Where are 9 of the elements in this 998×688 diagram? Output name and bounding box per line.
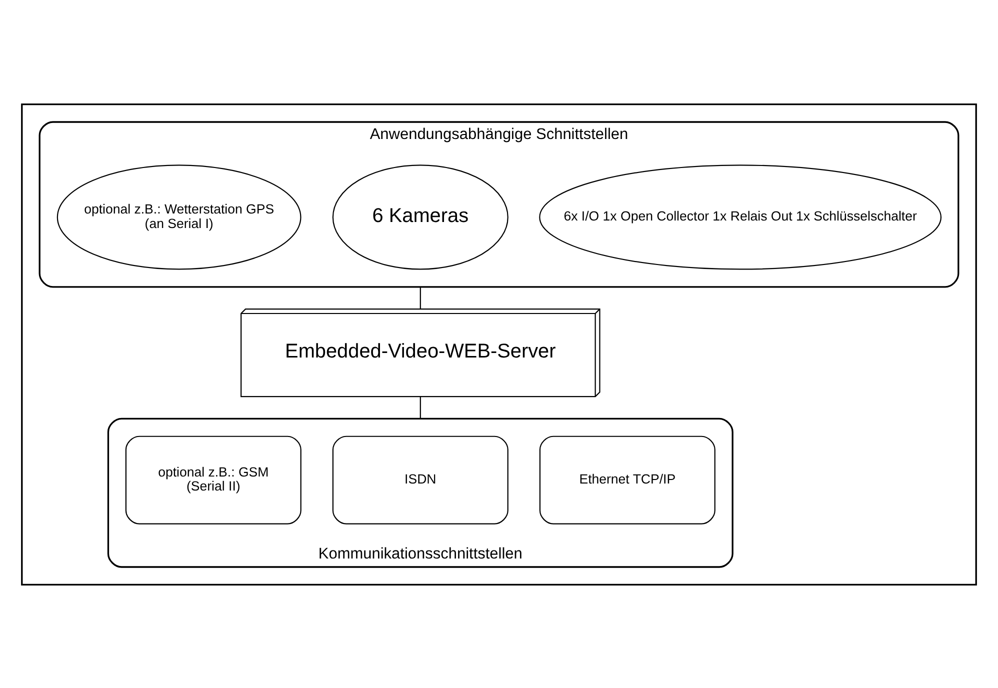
node-box: ISDN xyxy=(332,435,508,524)
node-box: Ethernet TCP/IP xyxy=(539,435,716,524)
node-ellipse: 6 Kameras xyxy=(332,164,508,270)
node-ellipse: 6x I/O 1x Open Collector 1x Relais Out 1x Schlüsselschalter xyxy=(539,164,942,270)
connector xyxy=(420,396,421,418)
node-box: optional z.B.: GSM (Serial II) xyxy=(125,435,302,524)
connector xyxy=(420,286,421,308)
node-ellipse: optional z.B.: Wetterstation GPS (an Serial I) xyxy=(56,164,302,270)
cluster xyxy=(21,102,977,586)
